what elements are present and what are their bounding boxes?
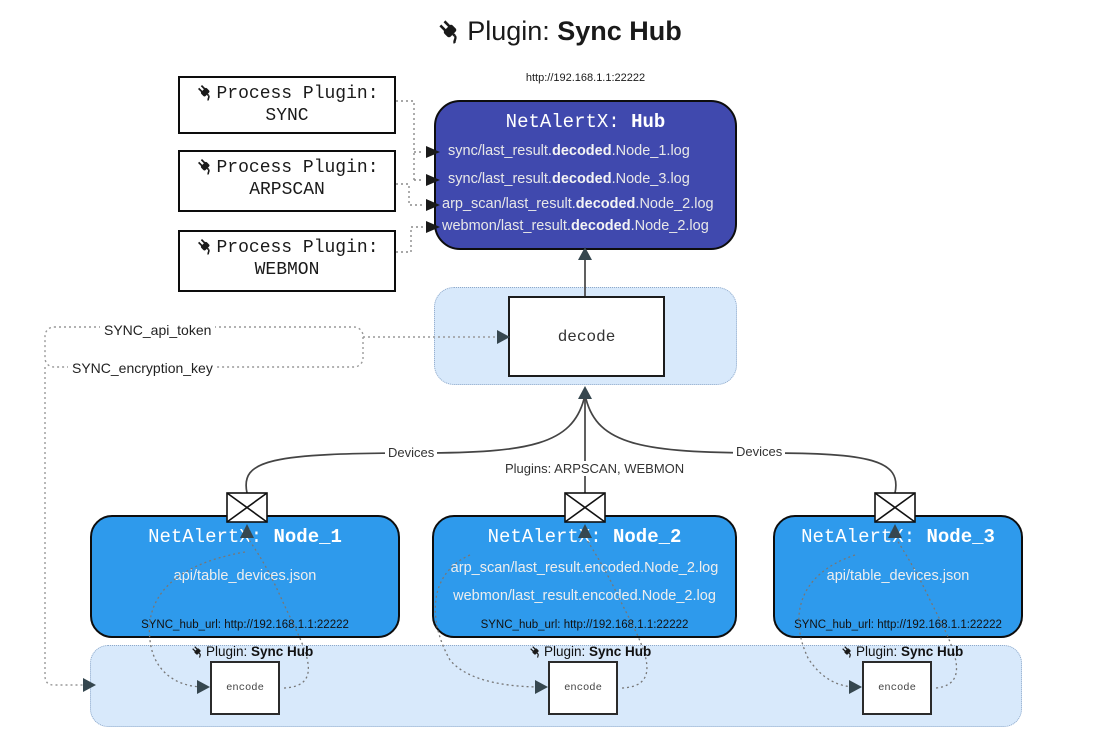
sync-encryption-key-label: SYNC_encryption_key xyxy=(68,360,217,376)
junction-arrowhead xyxy=(578,386,592,399)
pp-connectors xyxy=(396,100,423,253)
encode-box: encode xyxy=(548,661,618,715)
hub-log-line: arp_scan/last_result.decoded.Node_2.log xyxy=(442,196,714,212)
node-3-hub-url: SYNC_hub_url: http://192.168.1.1:22222 xyxy=(794,619,1002,631)
process-plugin-box-arpscan: Process Plugin: ARPSCAN xyxy=(178,150,396,212)
encode-box: encode xyxy=(862,661,932,715)
plug-icon xyxy=(196,83,216,102)
hub-box xyxy=(434,100,737,250)
plug-icon xyxy=(528,644,543,659)
process-plugin-name: ARPSCAN xyxy=(249,180,325,200)
encode-plugin-label: Plugin: Sync Hub xyxy=(528,644,651,659)
plug-icon xyxy=(840,644,855,659)
node-1-file: api/table_devices.json xyxy=(173,568,317,584)
process-plugin-name: WEBMON xyxy=(254,260,320,280)
node-2-title: NetAlertX: Node_2 xyxy=(487,526,682,548)
node-2-file: webmon/last_result.encoded.Node_2.log xyxy=(453,588,716,604)
decode-box: decode xyxy=(508,296,665,377)
process-plugin-box-webmon: Process Plugin: WEBMON xyxy=(178,230,396,292)
plug-icon xyxy=(190,644,205,659)
node-2-file: arp_scan/last_result.encoded.Node_2.log xyxy=(450,560,719,576)
encode-plugin-label: Plugin: Sync Hub xyxy=(190,644,313,659)
process-plugin-label: Process Plugin: xyxy=(216,238,379,258)
process-plugin-label: Process Plugin: xyxy=(216,84,379,104)
node-1-title: NetAlertX: Node_1 xyxy=(148,526,342,548)
title-bold: Sync Hub xyxy=(557,16,682,46)
page-title: Plugin: Sync Hub xyxy=(0,16,1117,47)
process-plugin-name: SYNC xyxy=(265,106,309,126)
devices-edge-label-right: Devices xyxy=(733,444,786,459)
plug-icon xyxy=(196,237,216,256)
encode-box: encode xyxy=(210,661,280,715)
hub-title: NetAlertX: Hub xyxy=(505,111,666,133)
plug-icon xyxy=(437,17,465,45)
hub-log-line: sync/last_result.decoded.Node_3.log xyxy=(448,171,690,187)
hub-log-line: webmon/last_result.decoded.Node_2.log xyxy=(442,218,709,234)
process-plugin-box-sync: Process Plugin: SYNC xyxy=(178,76,396,134)
sync-api-token-label: SYNC_api_token xyxy=(100,322,216,338)
node-2-hub-url: SYNC_hub_url: http://192.168.1.1:22222 xyxy=(480,619,689,631)
hub-log-line: sync/last_result.decoded.Node_1.log xyxy=(448,143,690,159)
node-3-file: api/table_devices.json xyxy=(826,568,970,584)
encode-plugin-label: Plugin: Sync Hub xyxy=(840,644,963,659)
plug-icon xyxy=(196,157,216,176)
title-prefix: Plugin: xyxy=(467,16,558,46)
devices-edge-label-left: Devices xyxy=(385,445,438,460)
process-plugin-label: Process Plugin: xyxy=(216,158,379,178)
node-1-hub-url: SYNC_hub_url: http://192.168.1.1:22222 xyxy=(141,619,349,631)
plugins-edge-label: Plugins: ARPSCAN, WEBMON xyxy=(502,461,688,476)
node-to-decode-edges xyxy=(245,397,897,494)
hub-url-label: http://192.168.1.1:22222 xyxy=(525,72,646,84)
node-3-title: NetAlertX: Node_3 xyxy=(801,526,995,548)
